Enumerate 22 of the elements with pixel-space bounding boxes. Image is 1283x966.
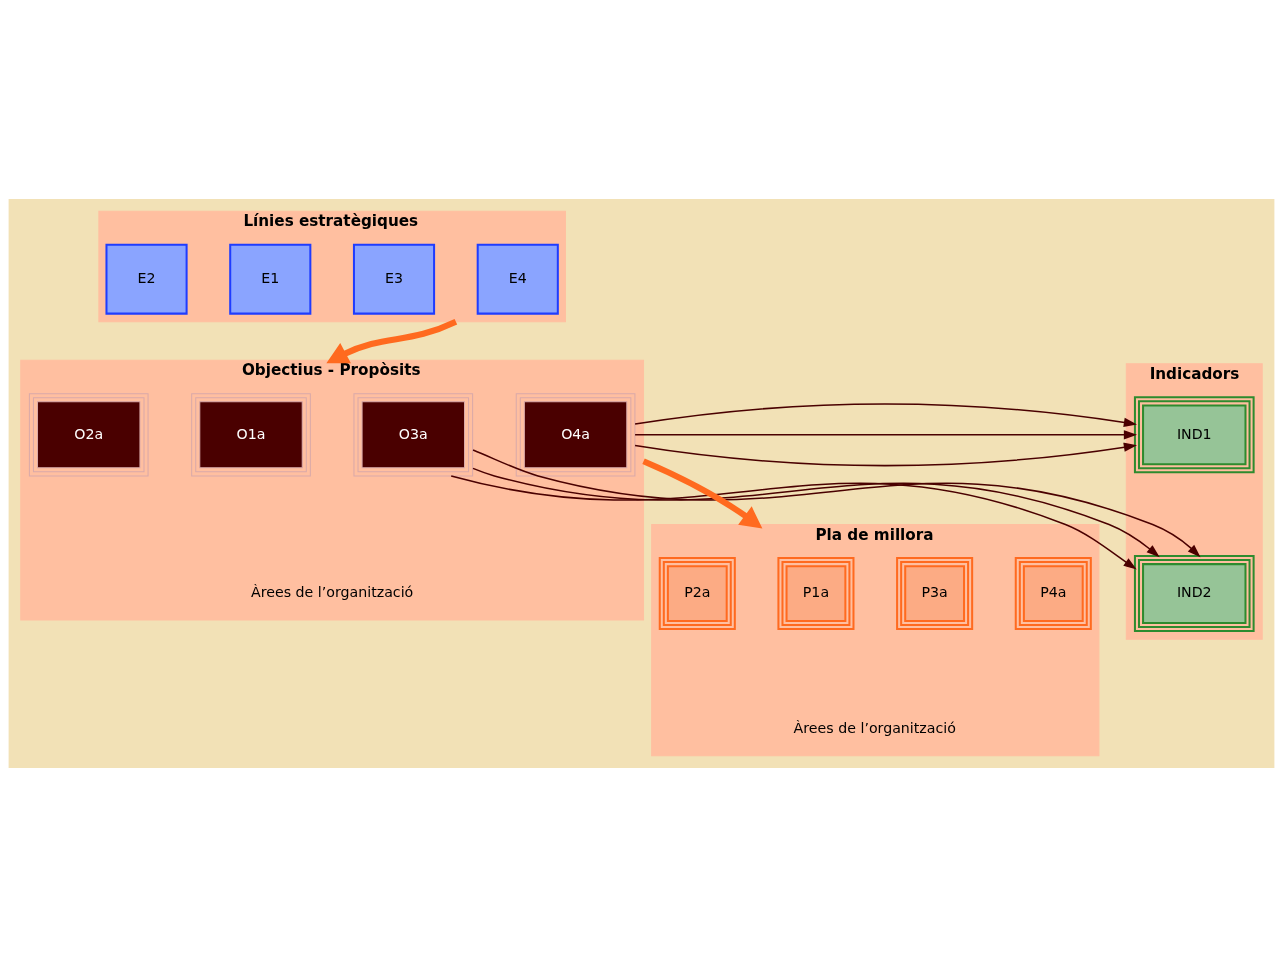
arrow <box>642 458 763 528</box>
node-box: E2 <box>105 243 188 315</box>
node-box: IND2 <box>1133 554 1255 632</box>
node-box: P2a <box>658 556 736 630</box>
arrow <box>326 318 458 363</box>
node-box: E1 <box>229 243 312 315</box>
arrow <box>450 474 1137 570</box>
node-box: P4a <box>1014 556 1092 630</box>
arrow <box>472 467 1160 557</box>
node-box: E4 <box>476 243 559 315</box>
arrow <box>634 402 1137 427</box>
arrow <box>472 448 1201 557</box>
node-box: O4a <box>515 392 636 476</box>
node-box: P3a <box>896 556 974 630</box>
node-box: O3a <box>353 392 474 476</box>
node-box: IND1 <box>1133 395 1255 473</box>
node-box: E3 <box>352 243 436 315</box>
node-box: O2a <box>28 392 149 476</box>
arrow <box>634 442 1137 466</box>
node-box: P1a <box>777 556 855 630</box>
node-box: O1a <box>191 392 311 476</box>
arrow <box>634 429 1138 439</box>
